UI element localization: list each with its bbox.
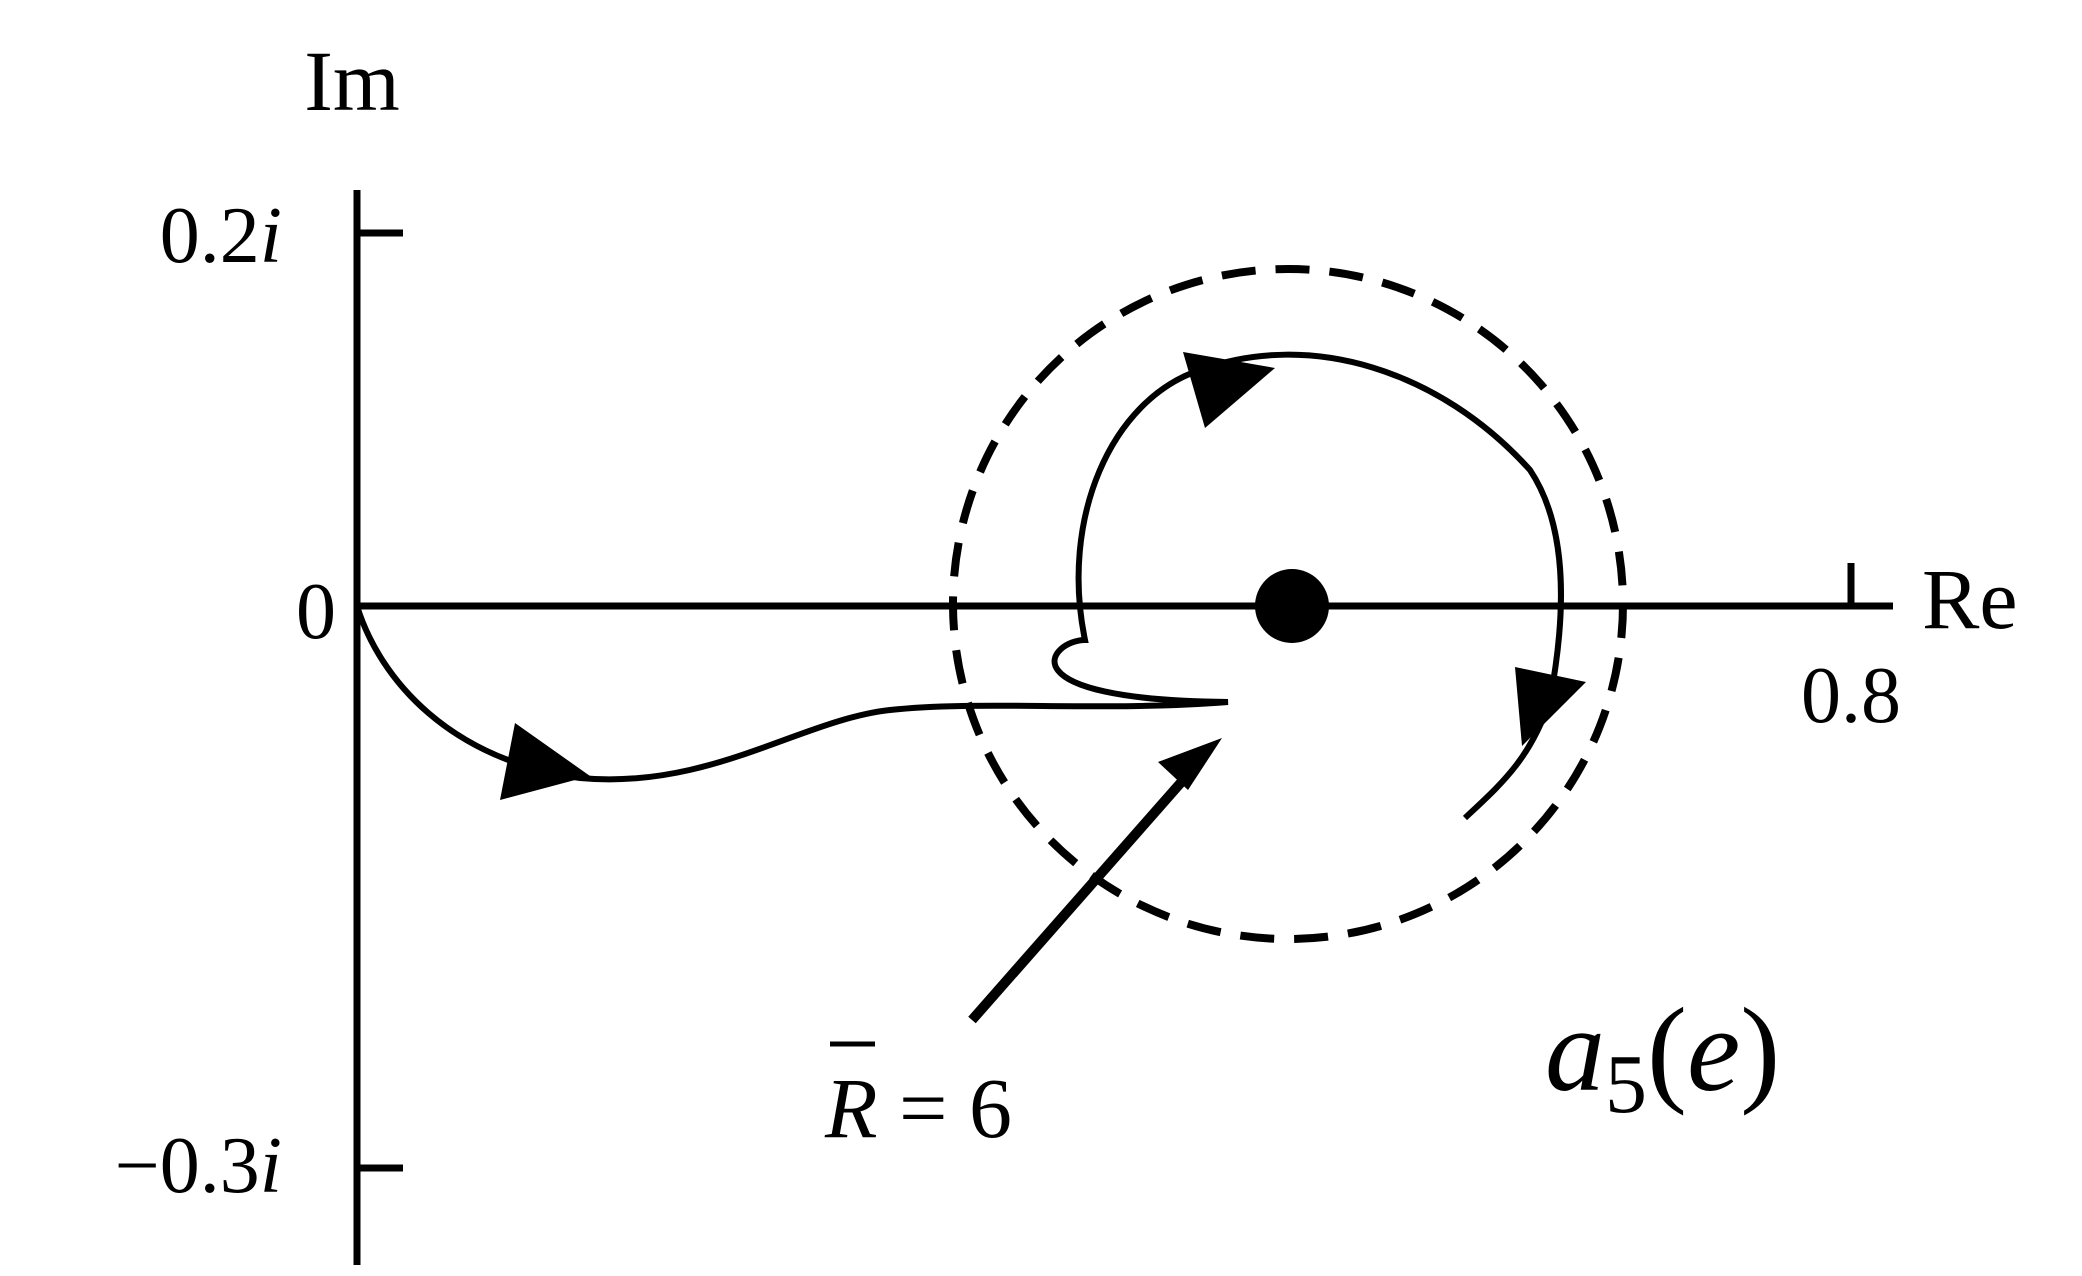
curve-label-open: ( bbox=[1647, 983, 1687, 1116]
y-tick-top-value: 0.2 bbox=[160, 192, 260, 280]
origin-label: 0 bbox=[296, 568, 336, 656]
direction-arrow-2 bbox=[1183, 352, 1275, 428]
direction-arrow-3 bbox=[1515, 667, 1586, 746]
curve-label-name: a bbox=[1545, 983, 1605, 1116]
curve-label-arg: e bbox=[1687, 983, 1740, 1116]
curve-label-subscript: 5 bbox=[1605, 1038, 1647, 1131]
annotation-value: = 6 bbox=[878, 1060, 1013, 1156]
curve-label-close: ) bbox=[1740, 983, 1780, 1116]
annotation-arrow-head bbox=[1158, 738, 1222, 790]
y-axis-label: Im bbox=[304, 33, 400, 129]
annotation-arrow-shaft bbox=[968, 766, 1196, 1024]
y-tick-top-label: 0.2i bbox=[160, 192, 282, 280]
x-tick-right-label: 0.8 bbox=[1801, 652, 1901, 740]
y-tick-bottom-unit: i bbox=[260, 1122, 282, 1210]
direction-arrow-1 bbox=[500, 723, 590, 800]
x-axis-label: Re bbox=[1922, 551, 2018, 647]
annotation-symbol: R bbox=[824, 1060, 878, 1156]
trajectory-curve bbox=[354, 351, 1565, 821]
annotation-label: R = 6 bbox=[824, 1060, 1012, 1156]
y-tick-top-unit: i bbox=[260, 192, 282, 280]
y-tick-bottom-value: −0.3 bbox=[115, 1122, 260, 1210]
dashed-boundary-circle bbox=[949, 265, 1627, 943]
fixed-point bbox=[1255, 569, 1329, 643]
curve-label: a5(e) bbox=[1545, 983, 1780, 1131]
y-tick-bottom-label: −0.3i bbox=[115, 1122, 282, 1210]
